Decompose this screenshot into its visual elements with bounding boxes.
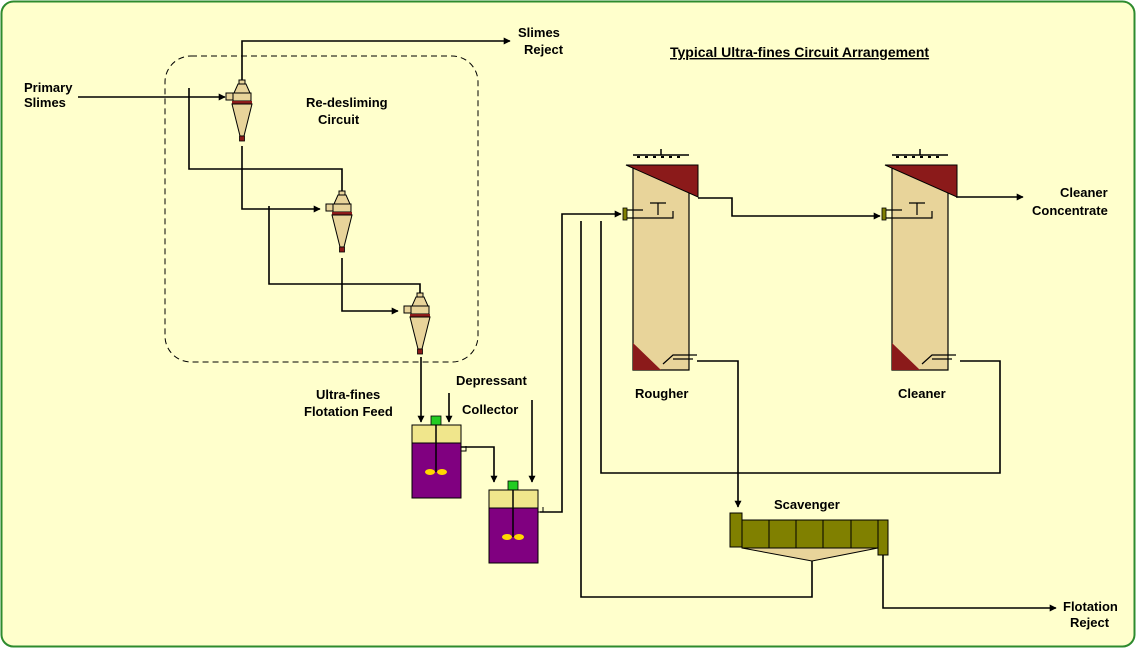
hydrocyclone-1 [225, 79, 253, 142]
sparger-outlet [921, 354, 956, 365]
depressant-label: Depressant [456, 373, 527, 388]
tailings-cone [633, 343, 661, 370]
wash-water-sparger [633, 149, 689, 158]
hydrocyclone-2 [325, 190, 353, 253]
cyclone-vortex-finder [338, 190, 346, 196]
feed-inlet-pipe [625, 202, 674, 219]
overflow-launder [625, 164, 699, 198]
rougher-label: Rougher [635, 386, 688, 401]
tailings-cone [892, 343, 920, 370]
scavenger-feed-end [729, 512, 743, 548]
cyclone-vortex-finder [416, 292, 424, 298]
scavenger-recycle-line [580, 221, 813, 598]
rougher-column [622, 149, 699, 371]
flotation-reject-label: Flotation Reject [1063, 599, 1122, 630]
hydrocyclone-3 [403, 292, 431, 355]
cyclone-body [332, 203, 352, 213]
tank1-to-tank2-line [461, 446, 498, 483]
cyclone-body [232, 92, 252, 102]
redesliming-boundary [164, 55, 479, 363]
slimes-reject-label: Slimes Reject [518, 25, 564, 57]
feed-inlet-pipe [884, 202, 933, 219]
ultrafines-feed-label: Ultra-fines Flotation Feed [304, 387, 393, 419]
cleaner-column [881, 149, 958, 371]
cyclone-body [410, 305, 430, 315]
agitator-blade-right [514, 534, 524, 540]
tank-motor [430, 415, 442, 426]
rougher-tails-line [697, 360, 742, 508]
cyclone-spigot [417, 348, 423, 355]
primary-slimes-label: Primary Slimes [24, 80, 76, 110]
flow-lines [78, 37, 1057, 612]
wash-water-sparger [892, 149, 948, 158]
cyclone-band [410, 314, 430, 317]
cyclone2-overflow-recycle-line [188, 88, 343, 194]
agitator-blade-left [425, 469, 435, 475]
cyclone-inlet [325, 203, 334, 212]
tank-motor [507, 480, 519, 491]
diagram-title: Typical Ultra-fines Circuit Arrangement [670, 44, 929, 60]
cyclone3-overflow-recycle-line [268, 206, 421, 296]
cleaner-concentrate-label: Cleaner Concentrate [1032, 185, 1111, 218]
cyclone-spigot [239, 135, 245, 142]
scavenger-hopper [741, 547, 879, 562]
cleaner-tails-recycle-line [600, 221, 1001, 474]
scavenger-discharge-end [877, 519, 889, 556]
scavenger-cell-dividers [768, 520, 852, 548]
slimes-reject-line [241, 37, 511, 83]
feed-inlet-flange [622, 207, 628, 221]
scavenger-body [741, 519, 879, 549]
tank-outlet [461, 446, 467, 452]
redesliming-circuit-label: Re-desliming Circuit [306, 95, 391, 127]
agitator-blade-right [437, 469, 447, 475]
cyclone-vortex-finder [238, 79, 246, 85]
tank-outlet [538, 507, 544, 513]
column-shell [632, 166, 690, 371]
conditioning-tank-2 [488, 480, 544, 564]
conditioning-tank-1 [411, 415, 467, 499]
flotation-reject-line [882, 555, 1057, 612]
cyclone1-underflow-line [241, 146, 321, 213]
cyclone-inlet [225, 92, 234, 101]
cleaner-label: Cleaner [898, 386, 946, 401]
agitator-blade-left [502, 534, 512, 540]
scavenger-label: Scavenger [774, 497, 840, 512]
cyclone-band [232, 101, 252, 104]
cyclone-spigot [339, 246, 345, 253]
sparger-outlet [662, 354, 697, 365]
cyclone2-underflow-line [341, 258, 399, 315]
cyclone-band [332, 212, 352, 215]
collector-label: Collector [462, 402, 518, 417]
cyclone-inlet [403, 305, 412, 314]
tank2-to-rougher-line [540, 210, 622, 513]
overflow-launder [884, 164, 958, 198]
column-shell [891, 166, 949, 371]
rougher-concentrate-line [698, 197, 881, 220]
scavenger-cell [729, 512, 889, 562]
feed-inlet-flange [881, 207, 887, 221]
